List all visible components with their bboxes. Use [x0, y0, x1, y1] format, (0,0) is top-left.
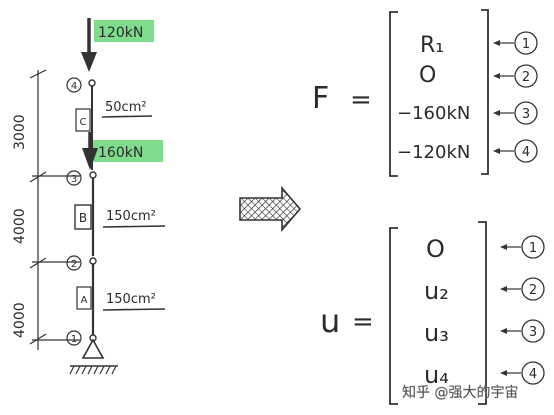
element-box-a: A [76, 286, 92, 310]
force-dof-tag-1: 1 [493, 31, 538, 55]
element-box-c: C [75, 108, 91, 132]
force-dof-tag-3: 3 [493, 101, 538, 125]
force-vector: F = R₁ O −160kN −120kN 1 2 3 [312, 9, 538, 177]
svg-text:4: 4 [71, 81, 77, 92]
displacement-symbol: u [320, 302, 340, 340]
area-underline-c [101, 115, 153, 118]
force-bracket-left [389, 11, 398, 177]
svg-text:3: 3 [529, 325, 537, 340]
svg-text:1: 1 [522, 37, 530, 52]
svg-text:2: 2 [522, 70, 530, 85]
svg-text:3: 3 [71, 174, 77, 185]
dimension-line [29, 69, 80, 350]
displacement-dof-tag-3: 3 [500, 319, 545, 343]
force-symbol: F [312, 81, 329, 116]
watermark: 知乎 @强大的宇宙 [402, 384, 518, 401]
element-area-a: 150cm² [106, 292, 156, 307]
load-120kn: 120kN [81, 18, 154, 72]
area-underline-b [102, 225, 166, 228]
displacement-vector: u = O u₂ u₃ u₄ 1 2 3 4 [320, 221, 545, 405]
displacement-bracket-left [389, 227, 398, 405]
displacement-dof-tag-1: 1 [500, 235, 545, 259]
bar-structure: 3000 4000 4000 4 3 2 1 [12, 18, 166, 375]
force-dof-tag-2: 2 [493, 64, 538, 88]
dimension-4000-upper: 4000 [12, 208, 28, 244]
pin-support [69, 338, 118, 375]
svg-text:2: 2 [529, 283, 537, 298]
force-entry-2: O [419, 63, 436, 88]
svg-text:120kN: 120kN [98, 25, 143, 41]
displacement-entry-4: u₄ [424, 361, 449, 389]
element-area-c: 50cm² [105, 100, 147, 115]
svg-text:1: 1 [71, 334, 77, 345]
force-entry-4: −120kN [397, 142, 470, 163]
node-label-3: 3 [66, 170, 82, 186]
force-equals: = [350, 85, 372, 115]
displacement-dof-tag-2: 2 [500, 277, 545, 301]
element-area-b: 150cm² [106, 209, 156, 224]
dimension-4000-lower: 4000 [12, 302, 28, 338]
svg-text:160kN: 160kN [98, 145, 143, 161]
svg-text:C: C [80, 117, 87, 128]
displacement-entry-3: u₃ [424, 319, 449, 347]
dimension-3000: 3000 [12, 114, 28, 150]
svg-text:4: 4 [529, 367, 537, 382]
force-dof-tag-4: 4 [493, 139, 538, 163]
displacement-equals: = [352, 307, 374, 337]
svg-text:2: 2 [71, 259, 77, 270]
element-box-b: B [74, 204, 92, 230]
displacement-bracket-right [478, 221, 487, 405]
svg-text:4: 4 [522, 145, 530, 160]
transition-arrow-icon [239, 185, 302, 233]
load-highlight [93, 140, 163, 162]
force-entry-3: −160kN [397, 103, 470, 124]
area-underline-a [102, 308, 166, 311]
node-label-2: 2 [66, 255, 82, 271]
node-label-1: 1 [66, 330, 82, 346]
svg-text:1: 1 [529, 241, 537, 256]
node-point-2 [89, 257, 97, 265]
load-highlight [94, 20, 154, 42]
force-entry-1: R₁ [420, 33, 444, 58]
displacement-entry-2: u₂ [424, 277, 449, 305]
load-160kn: 160kN [82, 132, 163, 170]
force-bracket-right [481, 9, 489, 175]
displacement-entry-1: O [426, 235, 445, 263]
node-point-3 [89, 171, 97, 179]
node-label-4: 4 [66, 77, 82, 93]
svg-text:3: 3 [522, 107, 530, 122]
svg-text:B: B [79, 211, 87, 225]
displacement-dof-tag-4: 4 [500, 361, 545, 385]
node-point-4 [88, 79, 96, 87]
svg-text:A: A [81, 295, 88, 306]
